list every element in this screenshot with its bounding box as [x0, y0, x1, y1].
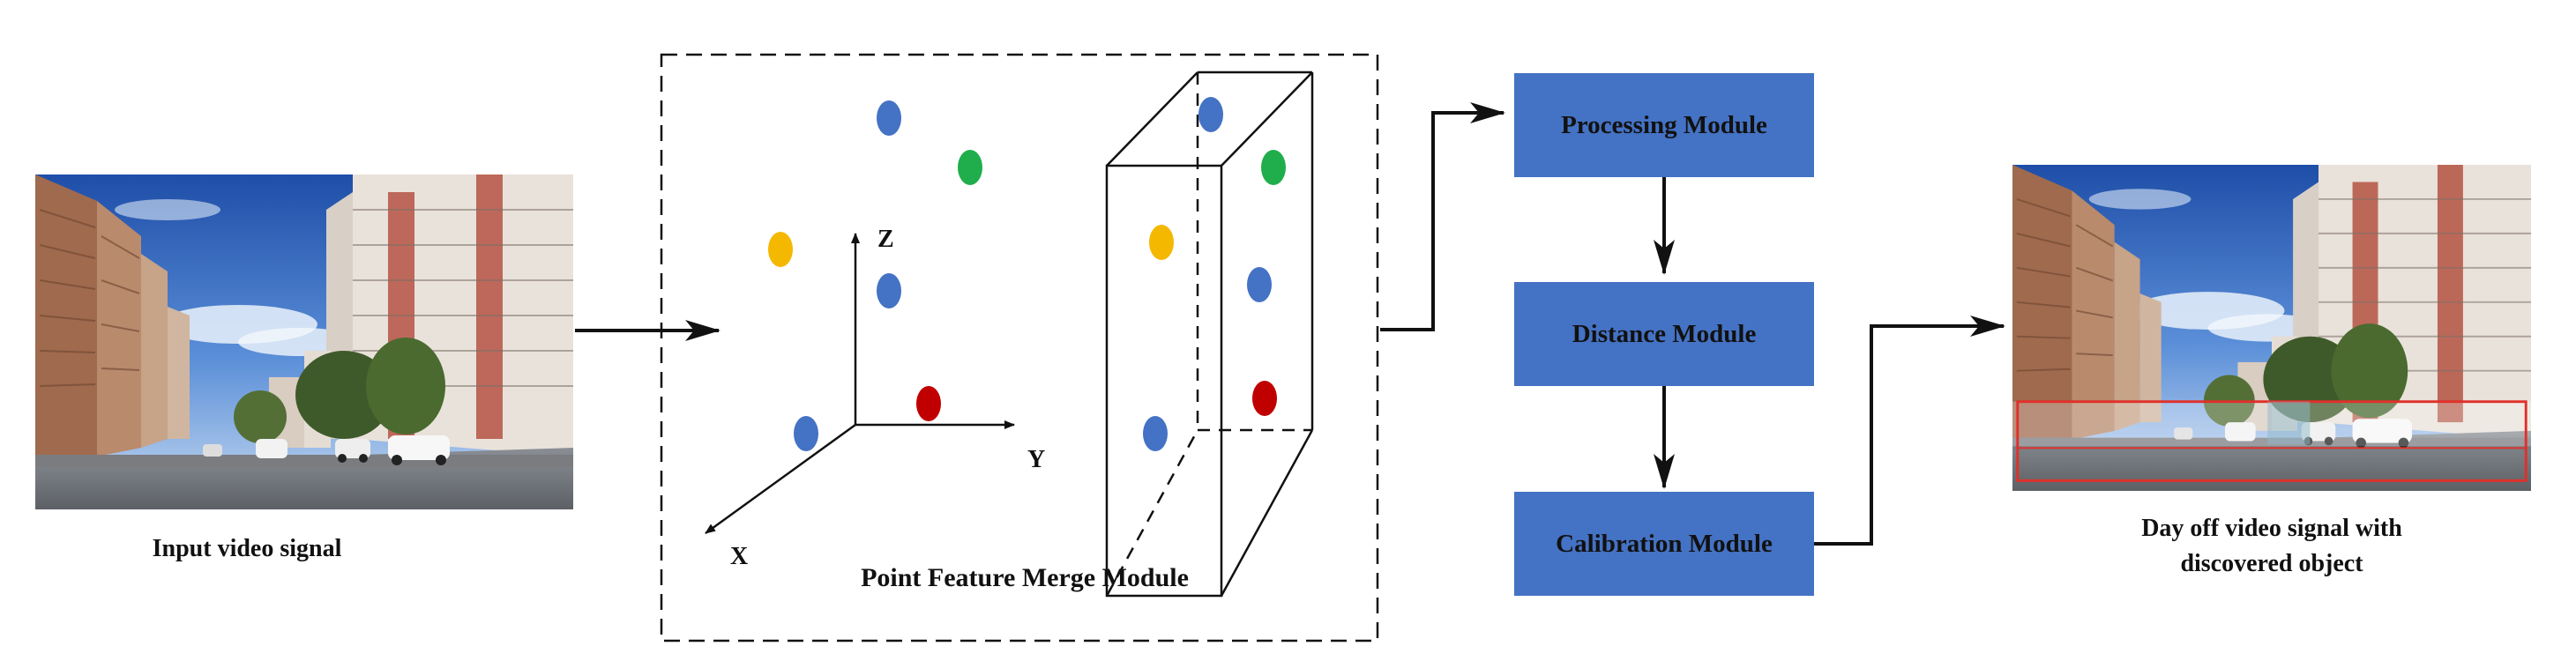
merge-module-frame	[660, 53, 1379, 642]
processing-module-label: Processing Module	[1561, 111, 1767, 139]
point-green-1	[958, 150, 982, 185]
point-red-1	[916, 386, 941, 421]
x-axis-label: X	[730, 543, 748, 570]
distance-module-label: Distance Module	[1572, 320, 1757, 348]
arrow-calibration-to-output	[1814, 316, 2005, 546]
x-axis	[705, 423, 856, 535]
processing-module-box	[1514, 73, 1814, 177]
output-video-image	[2012, 165, 2531, 491]
z-axis-label: Z	[877, 226, 894, 253]
input-caption: Input video signal	[153, 535, 342, 562]
point-yellow-1	[768, 232, 793, 267]
point-blue-5	[1247, 267, 1272, 302]
calibration-module-label: Calibration Module	[1556, 530, 1773, 558]
xyz-axes	[705, 233, 1015, 535]
point-blue-4	[1198, 97, 1223, 132]
calibration-module-box	[1514, 492, 1814, 596]
merge-caption: Point Feature Merge Module	[861, 563, 1189, 592]
output-caption-line2: discovered object	[2180, 550, 2363, 577]
point-blue-2	[877, 273, 901, 308]
output-caption-line1: Day off video signal with	[2141, 515, 2402, 542]
y-axis-label: Y	[1027, 446, 1045, 473]
point-red-2	[1252, 381, 1277, 416]
point-blue-1	[877, 100, 901, 136]
point-yellow-2	[1149, 225, 1174, 260]
point-blue-3	[794, 416, 818, 451]
input-video-image	[35, 175, 573, 509]
point-blue-6	[1143, 416, 1168, 451]
merge-cuboid	[1105, 71, 1314, 598]
arrow-merge-to-processing	[1380, 102, 1505, 331]
distance-module-box	[1514, 282, 1814, 386]
point-green-2	[1261, 150, 1286, 185]
